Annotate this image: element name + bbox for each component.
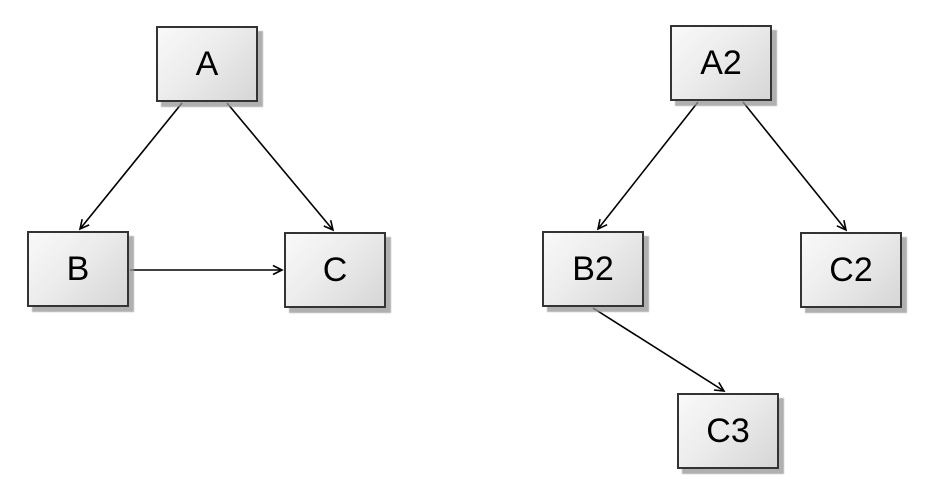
node-A[interactable]: A [156,26,258,102]
node-A-label: A [195,45,219,83]
node-A2[interactable]: A2 [670,25,772,101]
node-C-label: C [322,251,348,289]
node-B2-label: B2 [572,250,614,288]
edge-a2-c2 [742,101,848,232]
edge-a-c [226,102,335,232]
edge-a2-b2 [596,101,699,231]
node-B-label: B [66,250,90,288]
node-C2-label: C2 [829,251,873,289]
edge-a-b [78,102,183,231]
node-C3[interactable]: C3 [677,393,779,469]
node-A2-label: A2 [700,44,742,82]
node-C3-label: C3 [706,412,750,450]
node-B2[interactable]: B2 [542,231,644,307]
node-B[interactable]: B [27,231,129,307]
edge-b2-c3 [592,307,726,392]
node-C[interactable]: C [284,232,386,308]
node-C2[interactable]: C2 [800,232,902,308]
